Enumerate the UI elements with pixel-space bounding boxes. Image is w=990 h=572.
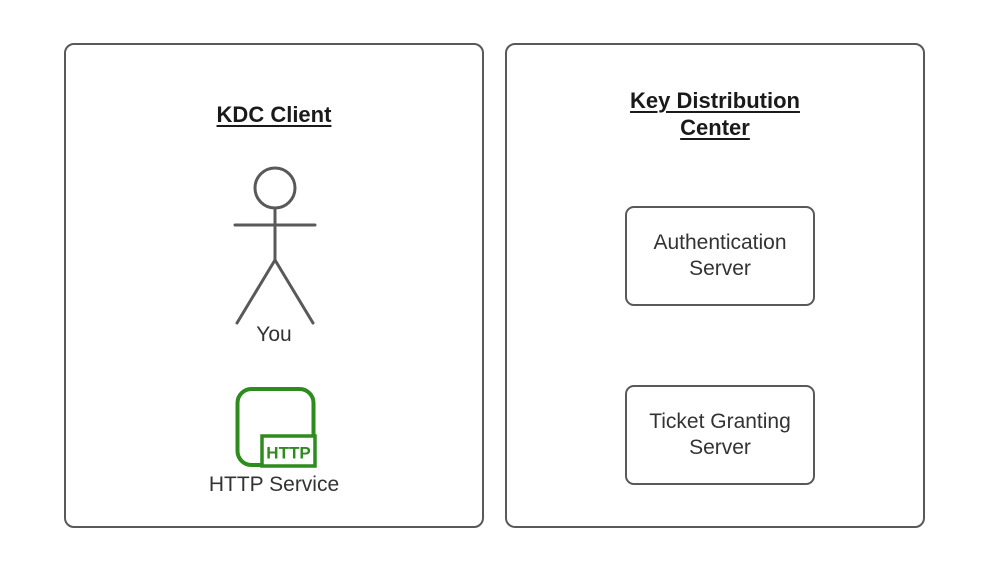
http-service-label: HTTP Service	[208, 473, 340, 496]
kdc-client-title: KDC Client	[64, 101, 484, 128]
actor-icon	[233, 166, 317, 325]
actor-right-leg	[273, 258, 315, 325]
actor-label: You	[256, 323, 292, 346]
http-icon-badge	[260, 434, 317, 468]
http-badge-label: HTTP	[266, 444, 310, 463]
authentication-server-node: Authentication Server	[625, 206, 815, 306]
key-distribution-center-title-text: Key Distribution Center	[630, 88, 800, 140]
http-service-icon: HTTP	[235, 387, 317, 468]
ticket-granting-server-node: Ticket Granting Server	[625, 385, 815, 485]
actor-left-leg	[235, 258, 277, 325]
actor-head	[253, 166, 297, 210]
ticket-granting-server-label: Ticket Granting Server	[649, 410, 791, 459]
kdc-client-title-text: KDC Client	[216, 102, 332, 127]
key-distribution-center-title: Key Distribution Center	[505, 87, 925, 141]
authentication-server-label: Authentication Server	[653, 231, 787, 280]
